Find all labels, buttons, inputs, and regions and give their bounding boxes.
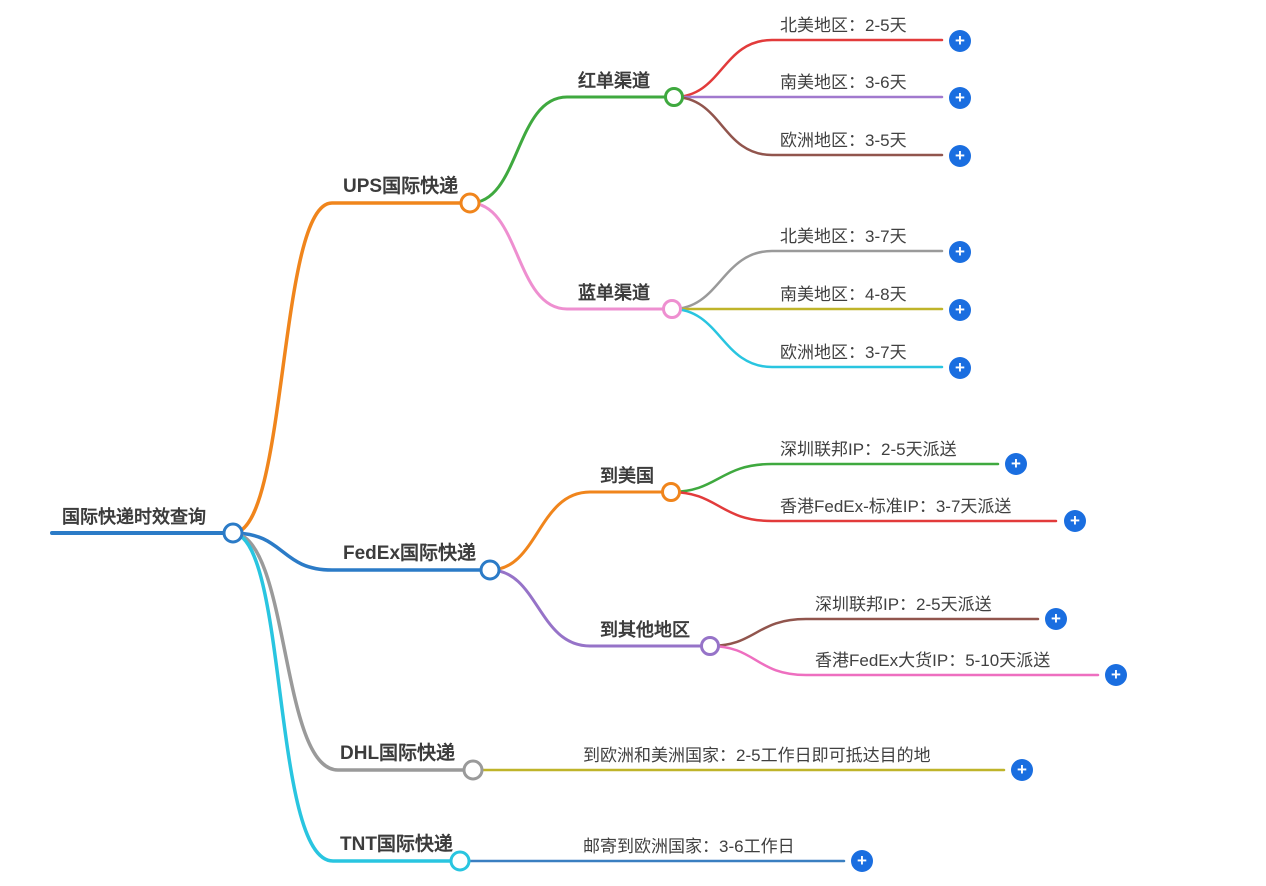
connector-blue-europe bbox=[670, 307, 944, 369]
connector-dhl bbox=[231, 531, 475, 772]
dhl-node-handle[interactable] bbox=[462, 759, 484, 781]
to-usa-node-handle[interactable] bbox=[661, 482, 681, 502]
connector-hk-standard-ip bbox=[669, 490, 1058, 523]
plus-icon: + bbox=[955, 358, 965, 377]
add-child-button[interactable]: + bbox=[1011, 759, 1033, 781]
add-child-button[interactable]: + bbox=[1064, 510, 1086, 532]
node-ups[interactable]: UPS国际快递 bbox=[343, 176, 459, 197]
node-red-europe[interactable]: 欧洲地区：3-5天 bbox=[780, 131, 907, 150]
blue-channel-node-handle[interactable] bbox=[662, 299, 682, 319]
plus-icon: + bbox=[1011, 454, 1021, 473]
root-node-handle[interactable] bbox=[222, 522, 244, 544]
node-fedex[interactable]: FedEx国际快递 bbox=[343, 543, 477, 564]
tnt-node-handle[interactable] bbox=[449, 850, 471, 872]
add-child-button[interactable]: + bbox=[949, 87, 971, 109]
connector-hk-bulk-ip bbox=[708, 644, 1100, 677]
connector-red-europe bbox=[672, 95, 944, 157]
plus-icon: + bbox=[1070, 511, 1080, 530]
node-tnt-leaf[interactable]: 邮寄到欧洲国家：3-6工作日 bbox=[583, 837, 795, 856]
connector-tnt bbox=[231, 531, 462, 863]
connector-to-usa bbox=[488, 490, 673, 572]
node-to-usa[interactable]: 到美国 bbox=[600, 466, 654, 486]
node-red-channel[interactable]: 红单渠道 bbox=[578, 71, 650, 91]
plus-icon: + bbox=[857, 851, 867, 870]
add-child-button[interactable]: + bbox=[1005, 453, 1027, 475]
node-red-north-america[interactable]: 北美地区：2-5天 bbox=[780, 16, 907, 35]
node-blue-europe[interactable]: 欧洲地区：3-7天 bbox=[780, 343, 907, 362]
connector-to-other-regions bbox=[488, 568, 712, 648]
connector-ups bbox=[231, 201, 472, 535]
node-red-south-america[interactable]: 南美地区：3-6天 bbox=[780, 73, 907, 92]
add-child-button[interactable]: + bbox=[851, 850, 873, 872]
add-child-button[interactable]: + bbox=[1105, 664, 1127, 686]
node-dhl-leaf[interactable]: 到欧洲和美洲国家：2-5工作日即可抵达目的地 bbox=[583, 746, 931, 765]
node-shenzhen-ip-usa[interactable]: 深圳联邦IP：2-5天派送 bbox=[780, 440, 957, 459]
ups-node-handle[interactable] bbox=[459, 192, 481, 214]
to-other-regions-node-handle[interactable] bbox=[700, 636, 720, 656]
plus-icon: + bbox=[955, 88, 965, 107]
connector-red-north-america bbox=[672, 38, 944, 99]
node-root[interactable]: 国际快递时效查询 bbox=[62, 507, 206, 527]
node-hk-standard-ip[interactable]: 香港FedEx-标准IP：3-7天派送 bbox=[780, 497, 1012, 516]
connector-red-channel bbox=[468, 95, 676, 205]
plus-icon: + bbox=[955, 31, 965, 50]
node-dhl[interactable]: DHL国际快递 bbox=[340, 743, 456, 764]
add-child-button[interactable]: + bbox=[949, 357, 971, 379]
node-blue-channel[interactable]: 蓝单渠道 bbox=[578, 283, 650, 303]
add-child-button[interactable]: + bbox=[949, 299, 971, 321]
node-blue-south-america[interactable]: 南美地区：4-8天 bbox=[780, 285, 907, 304]
fedex-node-handle[interactable] bbox=[479, 559, 501, 581]
add-child-button[interactable]: + bbox=[949, 241, 971, 263]
node-hk-bulk-ip[interactable]: 香港FedEx大货IP：5-10天派送 bbox=[815, 651, 1051, 670]
node-blue-north-america[interactable]: 北美地区：3-7天 bbox=[780, 227, 907, 246]
add-child-button[interactable]: + bbox=[949, 30, 971, 52]
connector-blue-channel bbox=[468, 201, 674, 311]
plus-icon: + bbox=[955, 146, 965, 165]
add-child-button[interactable]: + bbox=[949, 145, 971, 167]
connector-fedex bbox=[231, 531, 492, 572]
node-tnt[interactable]: TNT国际快递 bbox=[340, 834, 453, 855]
node-to-other-regions[interactable]: 到其他地区 bbox=[600, 620, 690, 640]
plus-icon: + bbox=[955, 242, 965, 261]
plus-icon: + bbox=[1051, 609, 1061, 628]
node-shenzhen-ip-other[interactable]: 深圳联邦IP：2-5天派送 bbox=[815, 595, 992, 614]
plus-icon: + bbox=[1017, 760, 1027, 779]
plus-icon: + bbox=[955, 300, 965, 319]
add-child-button[interactable]: + bbox=[1045, 608, 1067, 630]
connector-shenzhen-ip-other bbox=[708, 617, 1040, 648]
plus-icon: + bbox=[1111, 665, 1121, 684]
connector-shenzhen-ip-usa bbox=[669, 462, 1000, 494]
red-channel-node-handle[interactable] bbox=[664, 87, 684, 107]
connector-blue-north-america bbox=[670, 249, 944, 311]
